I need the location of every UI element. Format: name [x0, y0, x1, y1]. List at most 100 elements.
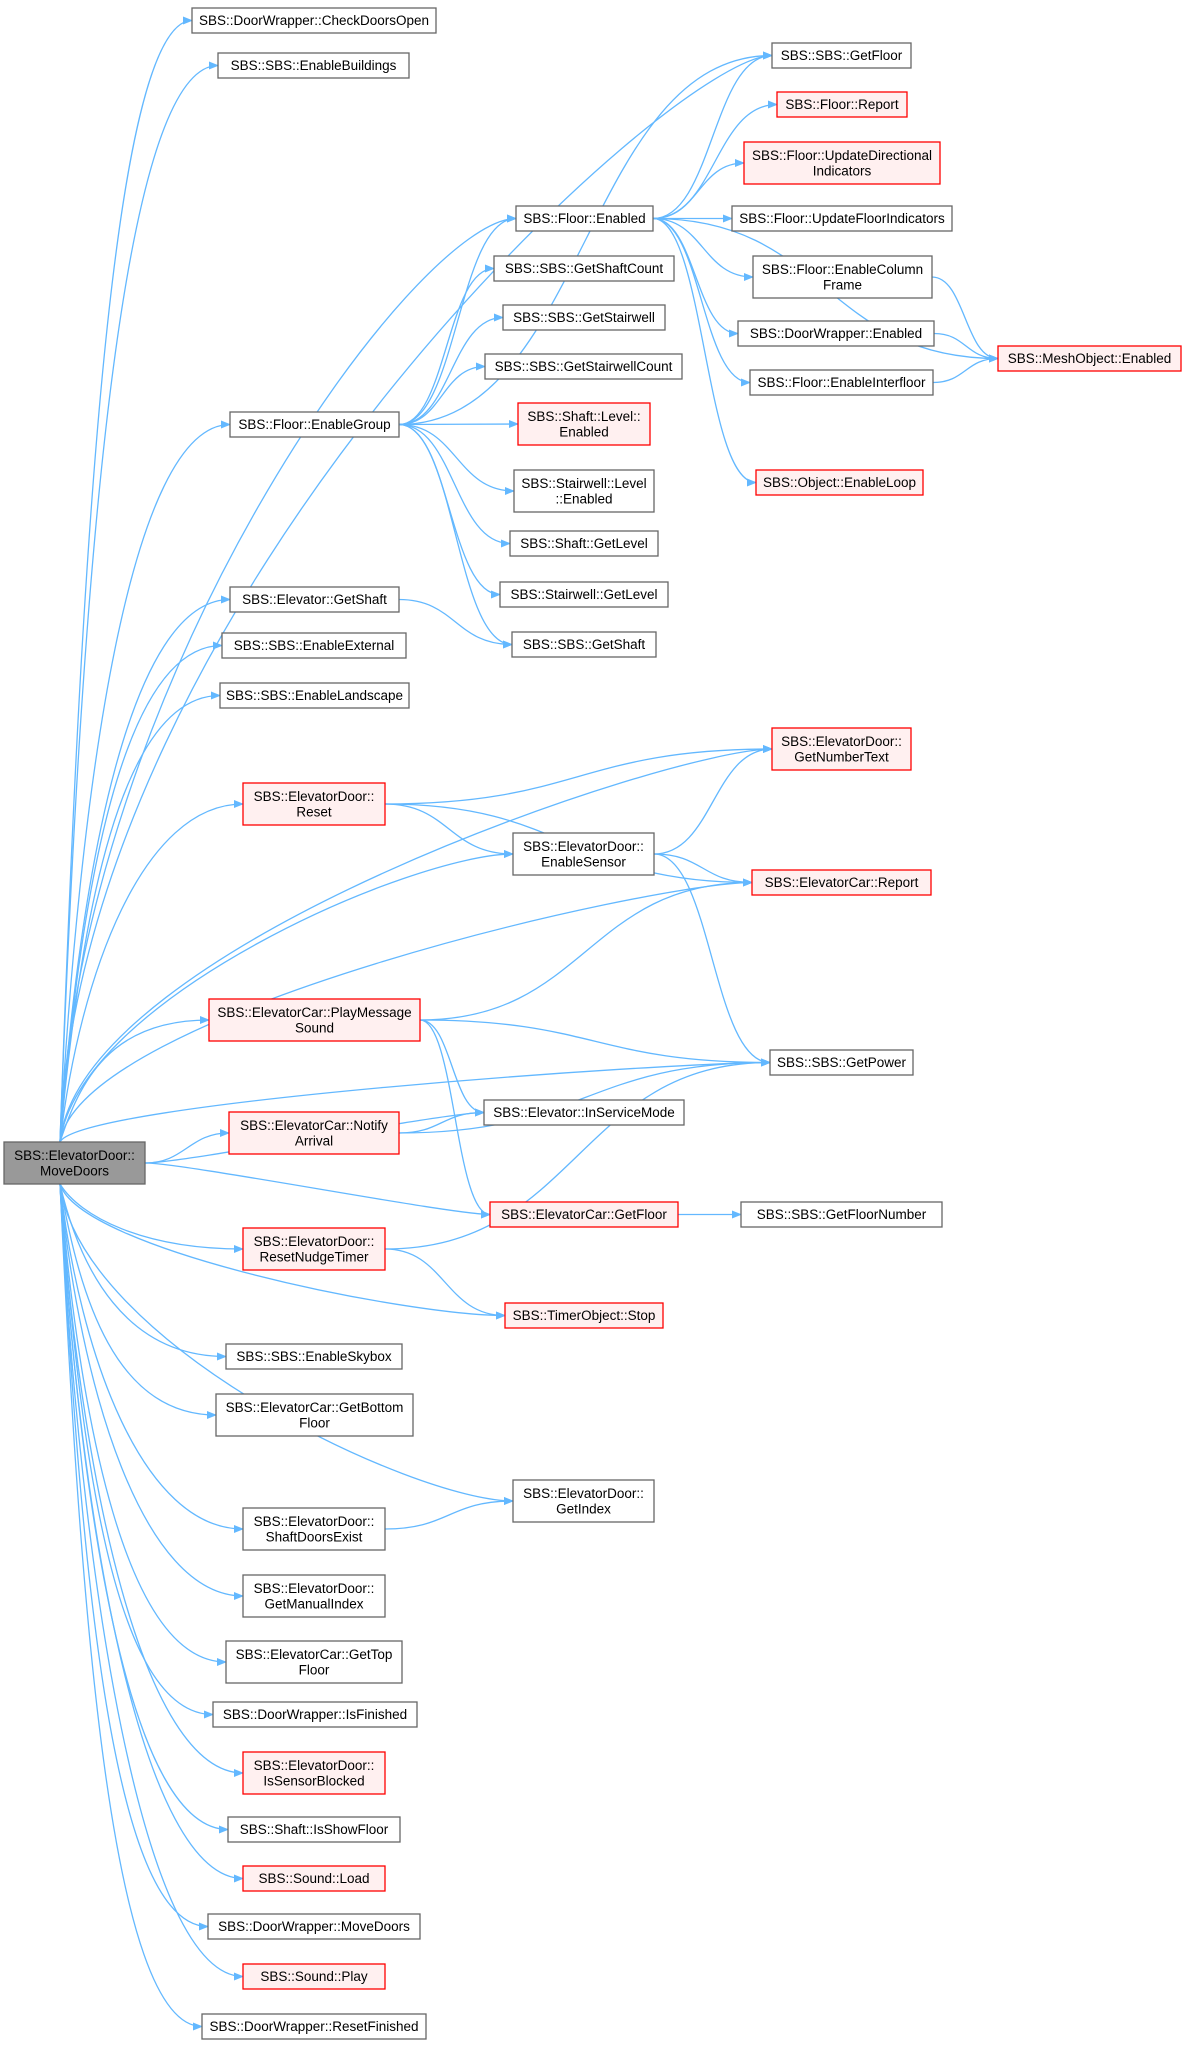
node-box	[225, 1343, 403, 1370]
graph-node[interactable]: SBS::SBS::EnableSkybox	[225, 1343, 403, 1370]
node-label: SBS::Stairwell::Level	[521, 476, 646, 491]
node-box	[512, 832, 655, 876]
node-label: SBS::DoorWrapper::IsFinished	[223, 1707, 407, 1722]
edge-root-to-n38	[59, 1183, 217, 1419]
graph-node[interactable]: SBS::SBS::EnableBuildings	[217, 52, 410, 79]
node-box	[483, 1099, 685, 1126]
edge-n26-to-n27	[384, 803, 514, 858]
edge-n15-to-n18	[398, 423, 515, 495]
edge-n6-to-n14	[652, 217, 751, 387]
edge-root-to-n48	[59, 1183, 244, 1981]
graph-node[interactable]: SBS::DoorWrapper::CheckDoorsOpen	[191, 7, 437, 34]
edge-n6-to-n17	[652, 217, 757, 487]
edge-n15-to-n19	[398, 423, 511, 548]
graph-node[interactable]: SBS::Stairwell::Level::Enabled	[513, 469, 655, 513]
edge-n8-to-n12	[931, 276, 999, 363]
edge-n29-to-n28	[419, 878, 753, 1021]
node-label: SBS::Elevator::GetShaft	[242, 592, 387, 607]
edge-root-to-n1	[59, 16, 193, 1143]
graph-node[interactable]: SBS::ElevatorDoor::IsSensorBlocked	[242, 1751, 386, 1795]
node-label: SBS::Floor::Report	[785, 97, 899, 112]
edge-n11-to-n12	[933, 332, 999, 363]
graph-node[interactable]: SBS::Floor::Enabled	[515, 205, 654, 232]
graph-node[interactable]: SBS::Floor::UpdateFloorIndicators	[731, 205, 953, 232]
node-label: SBS::Floor::EnableGroup	[238, 417, 390, 432]
edge-root-to-n47	[59, 1183, 209, 1931]
node-label: SBS::SBS::GetPower	[777, 1055, 907, 1070]
graph-node[interactable]: SBS::Object::EnableLoop	[755, 469, 924, 496]
edge-root-to-n44	[59, 1183, 244, 1777]
node-label: SBS::SBS::EnableExternal	[234, 638, 395, 653]
graph-node[interactable]: SBS::TimerObject::Stop	[504, 1302, 664, 1329]
graph-node[interactable]: SBS::Elevator::GetShaft	[229, 586, 400, 613]
graph-node[interactable]: SBS::DoorWrapper::ResetFinished	[201, 2013, 427, 2040]
graph-node[interactable]: SBS::SBS::GetShaftCount	[493, 255, 675, 282]
edge-n31-to-n32	[398, 1108, 485, 1134]
edge-n27-to-n25	[653, 745, 773, 855]
graph-node[interactable]: SBS::ElevatorDoor::GetManualIndex	[242, 1574, 386, 1618]
node-box	[499, 581, 669, 608]
edge-root-to-n3	[59, 51, 773, 1143]
node-box	[242, 1507, 386, 1551]
node-box	[517, 402, 651, 446]
graph-node[interactable]: SBS::SBS::EnableExternal	[221, 632, 407, 659]
graph-node[interactable]: SBS::SBS::GetFloorNumber	[740, 1201, 943, 1228]
node-box	[228, 1111, 400, 1155]
node-box	[512, 1479, 655, 1523]
graph-node[interactable]: SBS::ElevatorDoor::EnableSensor	[512, 832, 655, 876]
node-label: GetNumberText	[794, 749, 889, 764]
node-box	[513, 469, 655, 513]
graph-node[interactable]: SBS::SBS::GetShaft	[511, 631, 657, 658]
graph-node[interactable]: SBS::DoorWrapper::IsFinished	[212, 1701, 418, 1728]
node-label: Floor	[299, 1662, 330, 1677]
node-label: SBS::ElevatorCar::Report	[765, 875, 919, 890]
graph-node[interactable]: SBS::Shaft::IsShowFloor	[227, 1816, 401, 1843]
graph-node[interactable]: SBS::ElevatorDoor::GetNumberText	[771, 727, 912, 771]
graph-node[interactable]: SBS::Sound::Load	[242, 1865, 386, 1892]
graph-node[interactable]: SBS::Elevator::InServiceMode	[483, 1099, 685, 1126]
node-box	[242, 1574, 386, 1618]
graph-node[interactable]: SBS::Sound::Play	[242, 1963, 386, 1990]
node-label: SBS::Sound::Load	[258, 1871, 369, 1886]
graph-node[interactable]: SBS::Floor::EnableInterfloor	[749, 369, 934, 396]
graph-node[interactable]: SBS::SBS::GetPower	[769, 1049, 914, 1076]
edge-root-to-n42	[59, 1183, 227, 1666]
graph-node[interactable]: SBS::ElevatorCar::Report	[751, 869, 932, 896]
edge-root-to-n41	[59, 1183, 244, 1600]
graph-node[interactable]: SBS::Floor::Report	[776, 91, 908, 118]
graph-node[interactable]: SBS::SBS::GetStairwell	[502, 304, 666, 331]
graph-node[interactable]: SBS::Shaft::Level::Enabled	[517, 402, 651, 446]
graph-node[interactable]: SBS::SBS::GetFloor	[771, 42, 912, 69]
node-label: SBS::ElevatorDoor::	[781, 734, 902, 749]
node-label: Sound	[295, 1020, 334, 1035]
node-label: SBS::Elevator::InServiceMode	[493, 1105, 675, 1120]
graph-node[interactable]: SBS::ElevatorDoor::ShaftDoorsExist	[242, 1507, 386, 1551]
graph-node[interactable]: SBS::Shaft::GetLevel	[509, 530, 659, 557]
graph-node[interactable]: SBS::MeshObject::Enabled	[997, 345, 1182, 372]
node-label: EnableSensor	[541, 854, 626, 869]
graph-node[interactable]: SBS::Stairwell::GetLevel	[499, 581, 669, 608]
graph-node[interactable]: SBS::ElevatorDoor::ResetNudgeTimer	[242, 1227, 386, 1271]
node-box	[212, 1701, 418, 1728]
graph-node[interactable]: SBS::DoorWrapper::MoveDoors	[207, 1913, 421, 1940]
graph-node[interactable]: SBS::DoorWrapper::Enabled	[737, 320, 935, 347]
graph-node[interactable]: SBS::SBS::EnableLandscape	[219, 682, 410, 709]
node-label: SBS::ElevatorCar::GetFloor	[501, 1207, 667, 1222]
edge-root-to-n33	[144, 1162, 491, 1219]
node-box	[504, 1302, 664, 1329]
edge-n15-to-n23	[398, 423, 513, 649]
node-label: SBS::ElevatorCar::GetBottom	[226, 1400, 404, 1415]
graph-node[interactable]: SBS::ElevatorDoor::GetIndex	[512, 1479, 655, 1523]
node-box	[776, 91, 908, 118]
graph-node[interactable]: SBS::Floor::EnableGroup	[229, 411, 400, 438]
graph-node[interactable]: SBS::ElevatorCar::GetFloor	[489, 1201, 679, 1228]
graph-node[interactable]: SBS::ElevatorDoor::Reset	[242, 782, 386, 826]
graph-node[interactable]: SBS::SBS::GetStairwellCount	[484, 353, 683, 380]
node-box	[743, 141, 941, 185]
